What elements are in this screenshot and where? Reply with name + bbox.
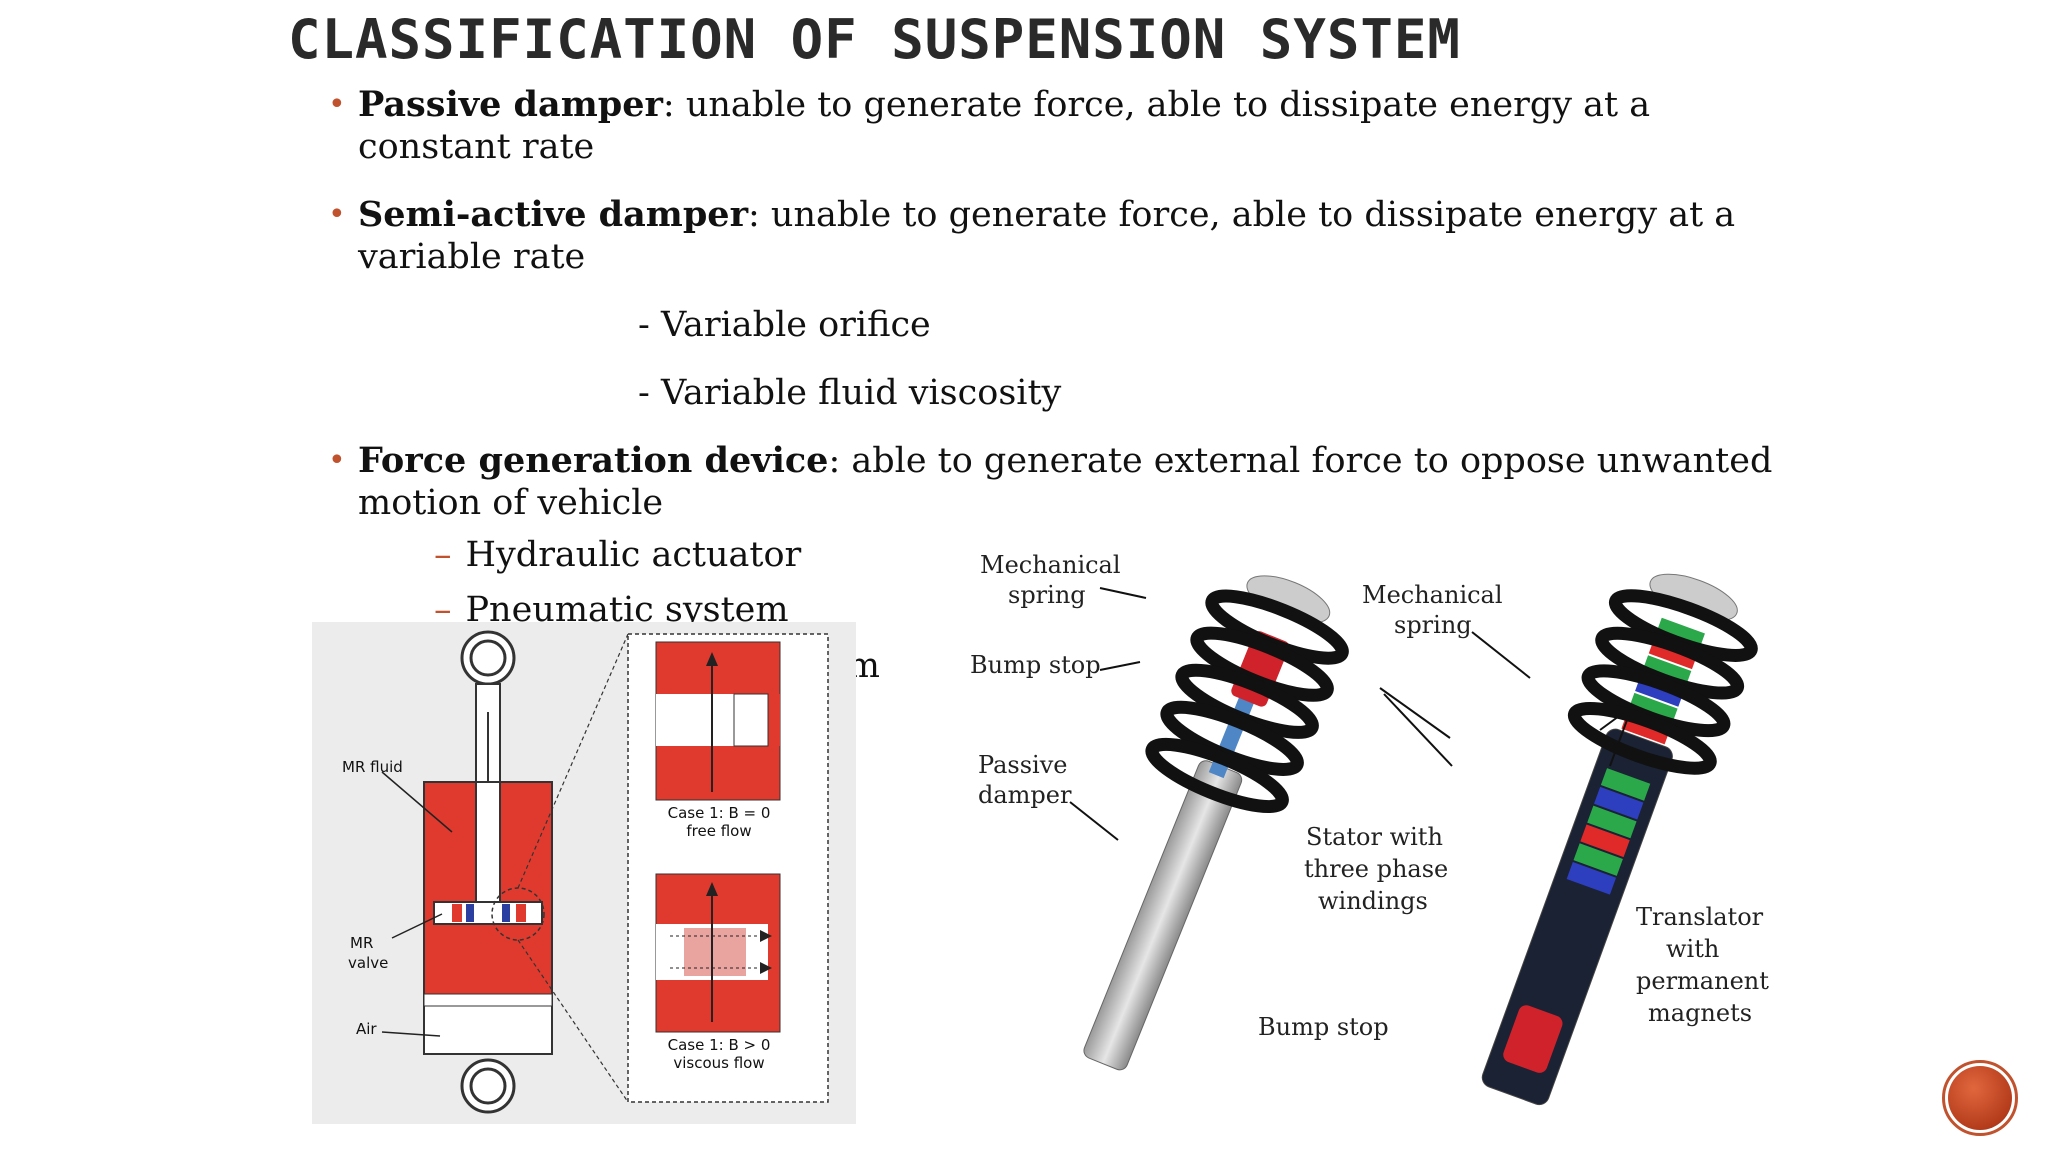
label-case1-a: Case 1: B = 0 — [667, 804, 771, 822]
sub-variable-viscosity: - Variable fluid viscosity — [638, 373, 1062, 413]
button-circle-icon — [1948, 1066, 2012, 1130]
label-translator-3: permanent — [1636, 967, 1769, 995]
bullet-dot: • — [328, 197, 346, 232]
bullet-force-generation: • Force generation device: able to gener… — [328, 440, 1798, 524]
bullet-term: Passive damper — [358, 84, 663, 125]
label-mech-spring-2: spring — [1394, 611, 1472, 639]
label-stator-2: three phase — [1304, 855, 1449, 883]
mr-damper-drawing — [381, 630, 829, 1114]
bullet-passive: • Passive damper: unable to generate for… — [328, 84, 1798, 168]
label-mr-fluid: MR fluid — [342, 758, 403, 776]
active-suspension-drawing — [1379, 573, 1758, 1106]
label-passive-damper-2: damper — [978, 781, 1072, 809]
bullet-dot: • — [328, 443, 346, 478]
passive-suspension-drawing — [1069, 575, 1349, 1071]
dash: – — [434, 590, 452, 630]
label-mech-spring-1: Mechanical — [1362, 581, 1503, 609]
label-bump-stop: Bump stop — [1258, 1013, 1389, 1041]
label-mr-valve-2: valve — [348, 954, 389, 972]
label-air: Air — [356, 1020, 377, 1038]
label-case1-b: free flow — [686, 822, 752, 840]
label-passive-damper-1: Passive — [978, 751, 1068, 779]
label-stator-1: Stator with — [1306, 823, 1443, 851]
sub-hydraulic-actuator: –Hydraulic actuator — [434, 534, 801, 576]
label-case2-b: viscous flow — [673, 1054, 765, 1072]
label-mech-spring-1: Mechanical — [980, 551, 1121, 579]
bullet-semi-active: • Semi-active damper: unable to generate… — [328, 194, 1798, 278]
label-translator-1: Translator — [1636, 903, 1764, 931]
label-case2-a: Case 1: B > 0 — [667, 1036, 771, 1054]
bullet-text: : able to generate external force to opp… — [828, 441, 1773, 481]
label-mr-valve-1: MR — [350, 934, 374, 952]
mr-damper-figure: MR fluid MR valve Air Case 1: B = 0 free… — [312, 622, 856, 1124]
bullet-dot: • — [328, 87, 346, 122]
passive-suspension-figure: Mechanical spring Bump stop Passive damp… — [960, 540, 1380, 1120]
bullet-text: : unable to generate force, able to diss… — [662, 85, 1651, 125]
bullet-text-cont: motion of vehicle — [358, 483, 664, 523]
bullet-term: Semi-active damper — [358, 194, 749, 235]
label-translator-4: magnets — [1648, 999, 1753, 1027]
sub-variable-orifice: - Variable orifice — [638, 305, 931, 345]
label-mech-spring-2: spring — [1008, 581, 1086, 609]
sub-text: Hydraulic actuator — [465, 535, 802, 575]
bullet-text-cont: constant rate — [358, 127, 595, 167]
label-translator-2: with — [1666, 935, 1720, 963]
active-suspension-figure: Mechanical spring Stator with three phas… — [1258, 560, 1780, 1120]
slide-title: Classification of Suspension System — [288, 8, 1461, 71]
label-bump-stop: Bump stop — [970, 651, 1101, 679]
bullet-text: : unable to generate force, able to diss… — [748, 195, 1736, 235]
bullet-text-cont: variable rate — [358, 237, 586, 277]
label-stator-3: windings — [1318, 887, 1428, 915]
bullet-term: Force generation device — [358, 440, 829, 481]
dash: – — [434, 535, 452, 575]
next-slide-button[interactable] — [1942, 1060, 2018, 1136]
